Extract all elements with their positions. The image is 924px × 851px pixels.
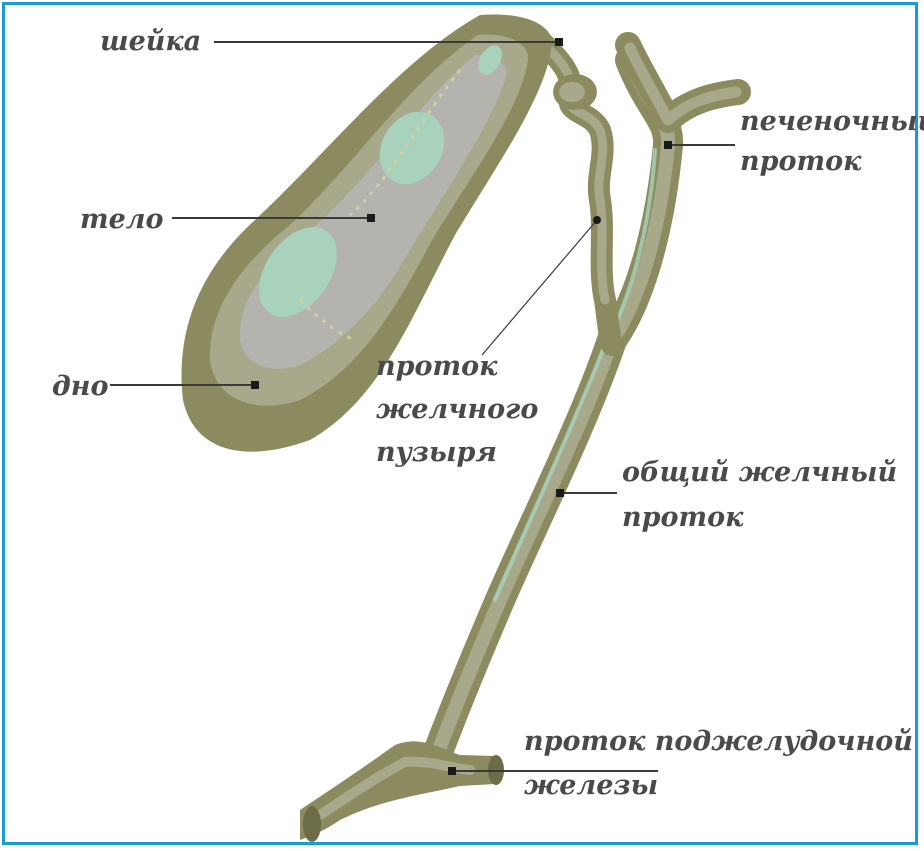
leader-cystic-duct	[482, 220, 597, 355]
marker-neck	[555, 38, 563, 46]
ampulla-shape	[300, 741, 495, 840]
marker-body	[367, 214, 375, 222]
label-hepatic-duct-line2: проток	[740, 146, 862, 177]
marker-common-bile-duct	[556, 489, 564, 497]
label-cystic-duct-line1: проток	[376, 351, 498, 382]
label-fundus: дно	[52, 371, 108, 402]
label-cystic-duct-line3: пузыря	[376, 437, 497, 468]
marker-hepatic-duct	[664, 141, 672, 149]
label-pancreatic-duct-line2: железы	[524, 770, 658, 801]
label-common-bile-duct-line1: общий желчный	[622, 457, 897, 488]
label-neck: шейка	[100, 26, 201, 57]
label-common-bile-duct-line2: проток	[622, 502, 744, 533]
label-hepatic-duct-line1: печеночный	[740, 106, 924, 137]
marker-fundus	[251, 381, 259, 389]
label-pancreatic-duct-line1: проток поджелудочной	[524, 726, 913, 757]
marker-pancreatic-duct	[448, 767, 456, 775]
label-body: тело	[80, 204, 164, 235]
marker-cystic-duct	[593, 216, 601, 224]
label-cystic-duct-line2: желчного	[376, 394, 538, 425]
gallbladder	[182, 14, 552, 451]
